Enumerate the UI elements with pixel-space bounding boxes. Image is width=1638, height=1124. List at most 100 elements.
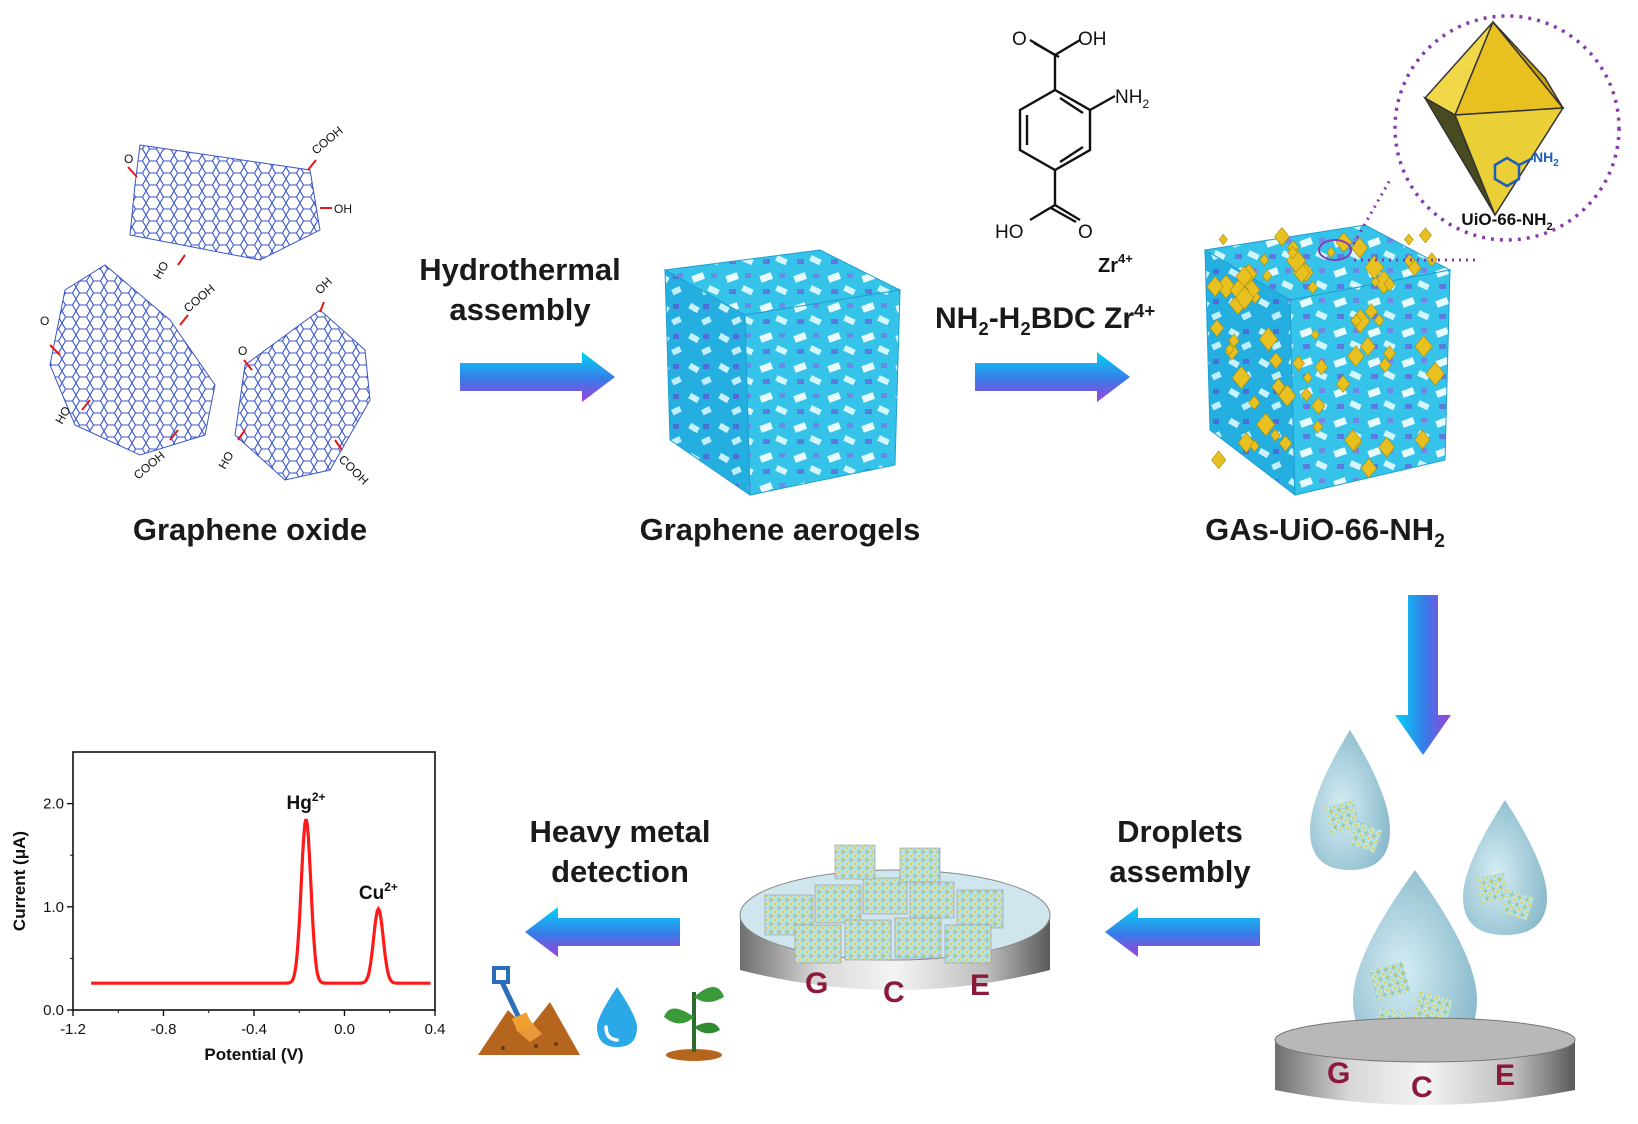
linker-step-label: NH2-H2BDC Zr4+ xyxy=(935,300,1156,339)
mof-crystal xyxy=(1311,396,1326,415)
droplets-step-label: Droplets assembly xyxy=(1085,812,1275,892)
mof-crystal xyxy=(1235,286,1255,310)
mof-crystal xyxy=(1312,420,1324,434)
gce-letter-c-mid: C xyxy=(883,976,905,1009)
gas-uio-label: GAs-UiO-66-NH2 xyxy=(1205,512,1445,553)
hydrothermal-line-2: assembly xyxy=(449,292,591,327)
x-tick-label: -0.8 xyxy=(151,1021,177,1038)
mof-crystal xyxy=(1310,329,1320,341)
mof-crystal xyxy=(1414,429,1431,450)
x-tick-label: -1.2 xyxy=(60,1021,86,1038)
mof-crystal xyxy=(1261,269,1273,283)
mof-crystal xyxy=(1378,357,1392,373)
y-tick-label: 0.0 xyxy=(43,1002,64,1019)
mof-crystal xyxy=(1206,275,1224,298)
gce-letter-e-mid: E xyxy=(970,969,990,1002)
arrow-right-2 xyxy=(975,352,1130,402)
graphene-oxide-illustration: O COOH OH HO O COOH HO COOH O OH HO COOH xyxy=(40,125,371,488)
mof-crystal xyxy=(1278,434,1293,452)
inset-connector xyxy=(1348,179,1480,262)
x-tick-label: -0.4 xyxy=(241,1021,267,1038)
mof-crystal xyxy=(1270,428,1281,442)
mof-crystal xyxy=(1359,336,1376,357)
droplets-line-2: assembly xyxy=(1109,854,1251,889)
mof-crystal xyxy=(1350,313,1362,328)
go-o-label-3: O xyxy=(238,344,247,358)
mof-crystal xyxy=(1292,355,1305,372)
mof-crystal xyxy=(1258,327,1279,352)
mof-crystal xyxy=(1274,226,1290,247)
mof-crystal xyxy=(1307,280,1319,295)
mof-crystal xyxy=(1364,303,1378,320)
mof-crystal xyxy=(1344,429,1362,452)
mof-crystal xyxy=(1360,457,1378,479)
go-o-label-1: O xyxy=(124,152,133,166)
go-cooh-label-4: COOH xyxy=(336,452,371,487)
droplets-line-1: Droplets xyxy=(1117,814,1243,849)
hydrothermal-step-label: Hydrothermal assembly xyxy=(405,250,635,330)
go-o-label-2: O xyxy=(40,314,49,328)
droplets-illustration: G C E xyxy=(1274,730,1576,1105)
arrow-left-2 xyxy=(525,907,680,957)
mof-crystal xyxy=(1271,377,1286,396)
mof-crystal xyxy=(1326,246,1336,258)
svg-text:NH2: NH2 xyxy=(1533,149,1559,169)
mof-crystal xyxy=(1259,253,1270,266)
mof-crystal xyxy=(1408,259,1422,277)
mof-crystal xyxy=(1404,233,1414,246)
mof-crystal xyxy=(1248,395,1261,411)
dpv-curve xyxy=(91,818,431,985)
graphene-aerogels-label: Graphene aerogels xyxy=(639,512,921,547)
y-tick-label: 1.0 xyxy=(43,899,64,916)
go-cooh-label-1: COOH xyxy=(309,125,346,157)
mof-crystal xyxy=(1383,345,1396,362)
peak-label-hg: Hg2+ xyxy=(287,790,326,814)
zr-label: Zr4+ xyxy=(1098,251,1133,277)
mof-crystal xyxy=(1228,333,1240,348)
arrow-left-1 xyxy=(1105,907,1260,957)
uio-66-nh2-inset: NH2 UiO-66-NH2 xyxy=(1393,14,1621,242)
gce-letter-e-right: E xyxy=(1495,1059,1515,1092)
plant-icon xyxy=(664,987,724,1061)
heavy-metal-line-2: detection xyxy=(551,854,689,889)
svg-text:OH: OH xyxy=(1078,29,1107,50)
mof-crystal xyxy=(1314,358,1329,376)
graphene-aerogel-cube xyxy=(663,249,902,496)
mof-crystal xyxy=(1335,374,1351,393)
svg-text:HO: HO xyxy=(995,222,1024,243)
mof-crystal xyxy=(1425,361,1445,386)
arrow-right-1 xyxy=(460,352,615,402)
mof-crystal xyxy=(1300,387,1313,402)
y-tick-label: 2.0 xyxy=(43,796,64,813)
y-axis-label: Current (μA) xyxy=(10,831,29,931)
mof-crystal xyxy=(1231,365,1251,390)
mof-crystal xyxy=(1218,233,1228,246)
mof-crystal xyxy=(1225,343,1235,355)
mof-crystal xyxy=(1364,255,1385,280)
go-oh-label-2: OH xyxy=(312,274,335,297)
mof-crystal xyxy=(1286,248,1307,274)
go-ho-label-1: HO xyxy=(150,259,171,282)
gce-letter-g-mid: G xyxy=(805,967,828,1000)
gce-electrode-modified: G C E xyxy=(739,844,1051,1009)
heavy-metal-line-1: Heavy metal xyxy=(529,814,711,849)
mof-crystal xyxy=(1278,384,1297,407)
arrow-down xyxy=(1395,595,1451,755)
mof-crystal xyxy=(1378,436,1395,458)
mof-crystal xyxy=(1347,345,1365,368)
uio-inset-label: UiO-66-NH2 xyxy=(1461,210,1552,233)
gas-uio-cube xyxy=(1203,224,1452,497)
go-cooh-label-2: COOH xyxy=(181,281,218,315)
mof-crystal xyxy=(1373,313,1385,327)
peak-label-cu: Cu2+ xyxy=(359,880,398,904)
mof-crystal xyxy=(1237,432,1255,454)
amine-label: NH2 xyxy=(1115,87,1149,111)
mof-crystal xyxy=(1209,319,1225,338)
mof-crystal xyxy=(1249,439,1260,453)
x-axis-label: Potential (V) xyxy=(204,1045,303,1064)
gce-letter-g-right: G xyxy=(1327,1057,1350,1090)
mof-crystal xyxy=(1370,276,1380,288)
heavy-metal-step-label: Heavy metal detection xyxy=(500,812,740,892)
go-oh-label-1: OH xyxy=(334,202,352,216)
